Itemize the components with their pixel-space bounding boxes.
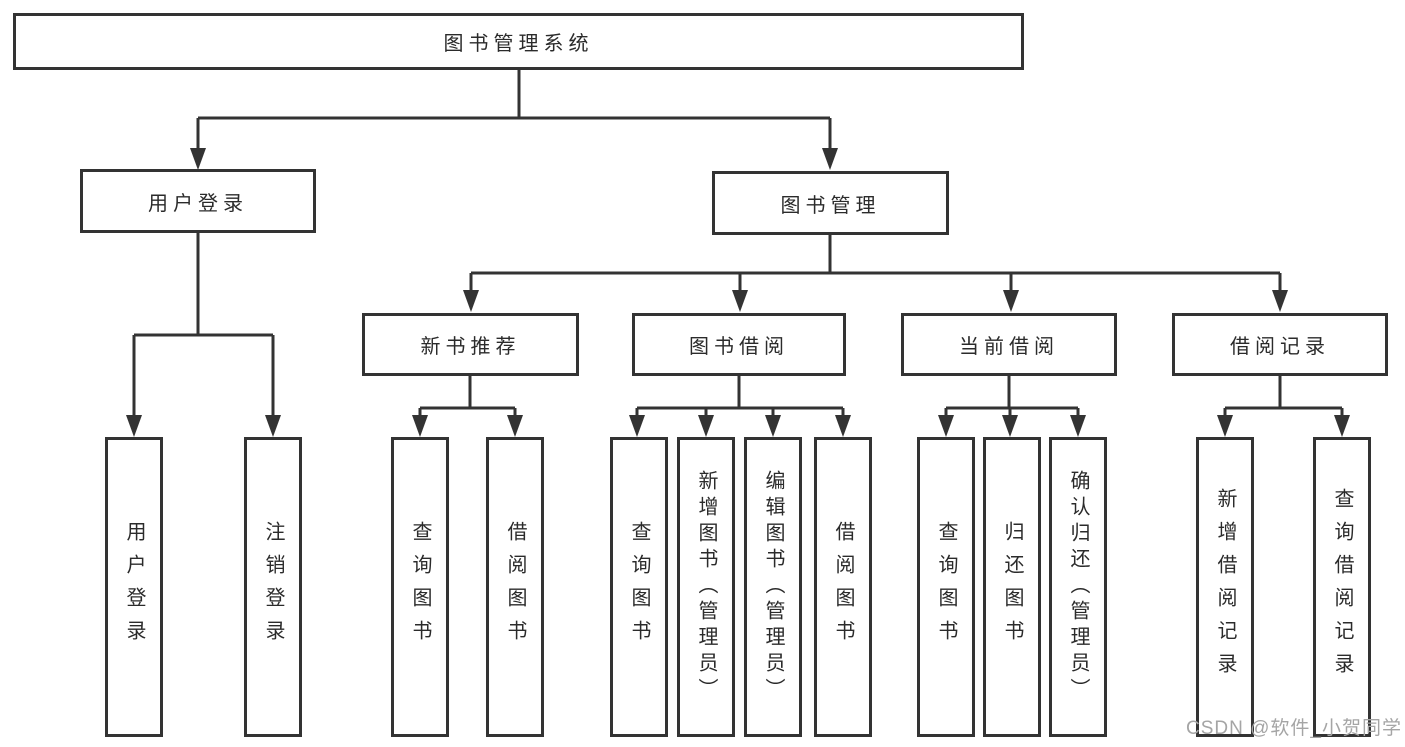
node-book-borrowing: 图书借阅 [632, 313, 846, 376]
node-label: 用户登录 [148, 192, 248, 215]
node-label: 借阅记录 [1230, 336, 1330, 358]
leaf-query-borrow-record: 查询借阅记录 [1313, 437, 1371, 737]
leaf-label: 新增借阅记录 [1214, 488, 1236, 686]
node-current-borrowing: 当前借阅 [901, 313, 1117, 376]
leaf-label: 借阅图书 [504, 521, 526, 653]
leaf-borrow-books: 借阅图书 [814, 437, 872, 737]
node-label: 当前借阅 [959, 336, 1059, 358]
csdn-watermark: CSDN @软件_小贺同学 [1186, 718, 1402, 739]
leaf-label: 借阅图书 [832, 521, 854, 653]
leaf-borrow-books: 借阅图书 [486, 437, 544, 737]
leaf-edit-books-admin: 编辑图书（管理员） [744, 437, 802, 737]
node-new-book-recommendation: 新书推荐 [362, 313, 579, 376]
node-label: 图书管理系统 [443, 33, 594, 55]
node-label: 图书管理 [780, 194, 881, 217]
leaf-query-books: 查询图书 [917, 437, 975, 737]
node-label: 新书推荐 [420, 336, 521, 358]
leaf-add-borrow-record: 新增借阅记录 [1196, 437, 1254, 737]
node-user-login: 用户登录 [80, 169, 316, 233]
leaf-label: 查询图书 [628, 521, 650, 653]
leaf-label: 注销登录 [262, 521, 284, 653]
node-borrowing-records: 借阅记录 [1172, 313, 1388, 376]
node-book-management: 图书管理 [712, 171, 949, 235]
leaf-logout: 注销登录 [244, 437, 302, 737]
leaf-label: 编辑图书（管理员） [762, 470, 784, 704]
leaf-query-books: 查询图书 [610, 437, 668, 737]
leaf-confirm-return-admin: 确认归还（管理员） [1049, 437, 1107, 737]
leaf-return-books: 归还图书 [983, 437, 1041, 737]
leaf-query-books: 查询图书 [391, 437, 449, 737]
leaf-label: 新增图书（管理员） [695, 470, 717, 704]
leaf-label: 查询借阅记录 [1331, 488, 1353, 686]
leaf-add-books-admin: 新增图书（管理员） [677, 437, 735, 737]
leaf-label: 查询图书 [935, 521, 957, 653]
leaf-label: 归还图书 [1001, 521, 1023, 653]
node-label: 图书借阅 [689, 336, 789, 358]
leaf-user-login: 用户登录 [105, 437, 163, 737]
leaf-label: 确认归还（管理员） [1067, 470, 1089, 704]
leaf-label: 用户登录 [123, 521, 145, 653]
node-library-management-system: 图书管理系统 [13, 13, 1024, 70]
leaf-label: 查询图书 [409, 521, 431, 653]
